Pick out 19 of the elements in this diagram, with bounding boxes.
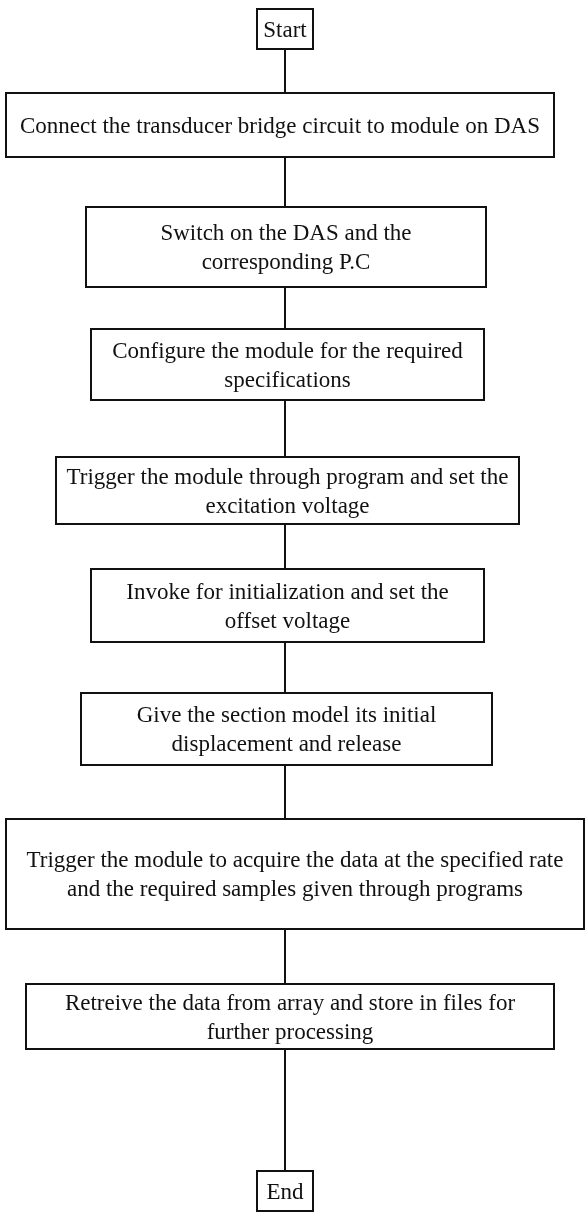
connector-line bbox=[284, 157, 286, 207]
process-box: Trigger the module through program and set the excitation voltage bbox=[55, 456, 520, 525]
process-box: Switch on the DAS and the corresponding P.C bbox=[85, 206, 487, 288]
connector-line bbox=[284, 929, 286, 984]
process-box: Trigger the module to acquire the data at the specified rate and the required samples given through programs bbox=[5, 818, 585, 930]
process-box: Retreive the data from array and store in files for further processing bbox=[25, 983, 555, 1050]
connector-line bbox=[284, 765, 286, 819]
terminal-box: End bbox=[256, 1170, 314, 1212]
process-box: Configure the module for the required specifications bbox=[90, 328, 485, 401]
connector-line bbox=[284, 642, 286, 693]
connector-line bbox=[284, 49, 286, 93]
connector-line bbox=[284, 524, 286, 569]
connector-line bbox=[284, 400, 286, 457]
terminal-box: Start bbox=[256, 8, 314, 50]
connector-line bbox=[284, 287, 286, 329]
process-box: Give the section model its initial displacement and release bbox=[80, 692, 493, 766]
connector-line bbox=[284, 1049, 286, 1171]
process-box: Connect the transducer bridge circuit to module on DAS bbox=[5, 92, 555, 158]
process-box: Invoke for initialization and set the offset voltage bbox=[90, 568, 485, 643]
